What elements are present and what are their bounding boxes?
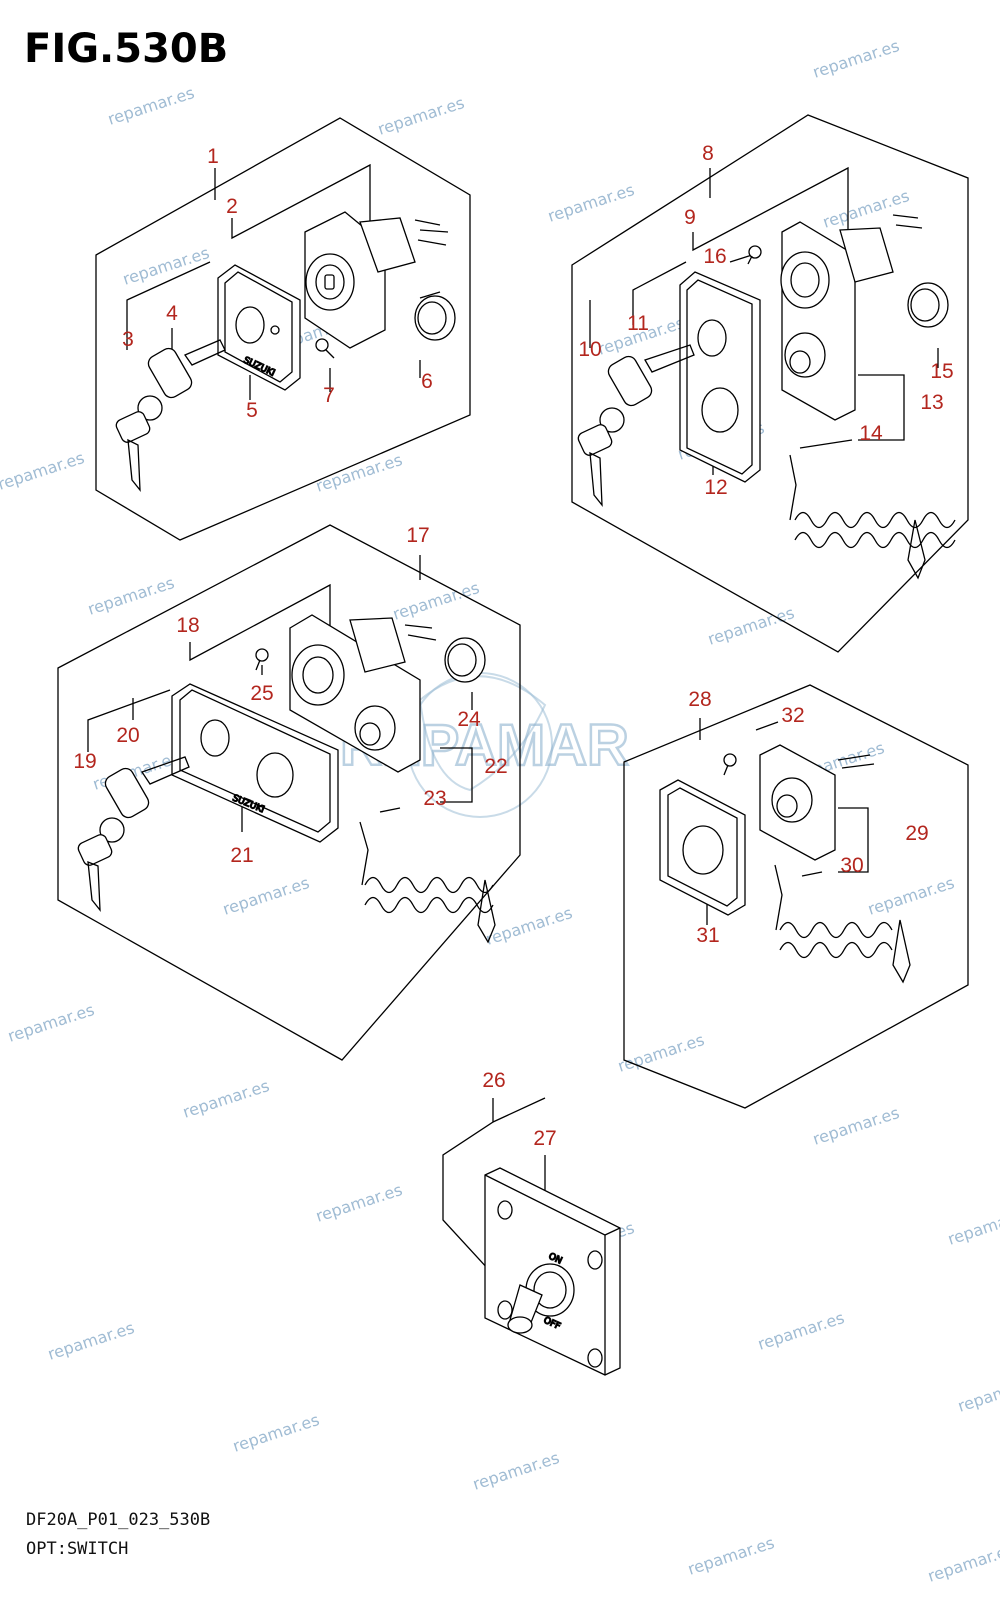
callout-25: 25 [250, 682, 273, 705]
figure-name: OPT:SWITCH [26, 1539, 129, 1559]
callout-10: 10 [578, 338, 601, 361]
group-toggle-switch: ON OFF [442, 1097, 621, 1376]
callout-18: 18 [176, 614, 199, 637]
watermark-text: repamar.es [955, 1370, 1000, 1416]
watermark-text: repamar.es [615, 1030, 706, 1076]
watermark-text: repamar.es [105, 83, 196, 129]
group-stop-switch [623, 684, 969, 1109]
watermark-text: repamar.es [810, 1103, 901, 1149]
watermark-text: repamar.es [483, 903, 574, 949]
ignition-switch-2 [304, 211, 449, 349]
callout-29: 29 [905, 822, 928, 845]
callout-2: 2 [226, 195, 238, 218]
watermark-text: repamar.es [810, 36, 901, 82]
group-single-key-switch: SUZUKI [95, 117, 471, 541]
watermark-text: repamar.es [85, 573, 176, 619]
watermark-text: repamar.es [220, 873, 311, 919]
screw-32 [723, 753, 737, 776]
lanyard-23 [359, 821, 496, 944]
callout-12: 12 [704, 476, 727, 499]
switch-assembly-18 [289, 614, 437, 773]
group-dual-panel: SUZUKI [57, 524, 521, 1061]
watermark-text: repamar.es [945, 1203, 1000, 1249]
callout-4: 4 [166, 302, 178, 325]
key-19-20 [77, 756, 190, 912]
callout-1: 1 [207, 145, 219, 168]
callout-26: 26 [482, 1069, 505, 1092]
callout-16: 16 [703, 245, 726, 268]
lanyard-30 [774, 864, 911, 984]
key-10-11 [577, 344, 695, 507]
group-key-switch-stop [571, 114, 969, 653]
watermark-text: repamar.es [545, 180, 636, 226]
callout-7: 7 [323, 384, 335, 407]
callout-8: 8 [702, 142, 714, 165]
callout-6: 6 [421, 370, 433, 393]
cap-24 [444, 637, 486, 683]
watermark-text: repamar.es [313, 450, 404, 496]
callout-layer: 1234567891011121314151617181920212223242… [73, 142, 953, 1150]
group-28-outline [623, 684, 969, 1109]
callout-13: 13 [920, 391, 943, 414]
callout-32: 32 [781, 704, 804, 727]
callout-27: 27 [533, 1127, 556, 1150]
group-26-bracket [442, 1098, 513, 1296]
callout-30: 30 [840, 854, 863, 877]
watermark-text: repamar.es [375, 93, 466, 139]
watermark-text: repamar.es [685, 1533, 776, 1579]
key-3-4 [115, 339, 226, 492]
callout-28: 28 [688, 688, 711, 711]
watermark-text: repamar.es [925, 1540, 1000, 1586]
faceplate-31 [659, 779, 746, 916]
watermark-text: repamar.es [705, 603, 796, 649]
group-8-outline [571, 114, 969, 653]
callout-14: 14 [859, 422, 883, 445]
group-17-outline [57, 524, 521, 1061]
callout-11: 11 [627, 312, 649, 335]
lanyard-14 [789, 454, 956, 580]
watermark-text: repamar.es [313, 1180, 404, 1226]
watermark-text: repamar.es [0, 448, 87, 494]
screw-7 [315, 338, 335, 359]
watermark-text: repamar.es [5, 1000, 96, 1046]
toggle-lever-27 [507, 1263, 575, 1334]
watermark-text: repamar.es [230, 1410, 321, 1456]
callout-15: 15 [930, 360, 953, 383]
faceplate-12 [679, 271, 761, 483]
watermark-text: repamar.es [470, 1448, 561, 1494]
cap-6 [414, 291, 456, 341]
screw-25 [255, 648, 269, 671]
watermark-text: repamar.es [755, 1308, 846, 1354]
callout-23: 23 [423, 787, 446, 810]
watermark-text: repamar.es [390, 578, 481, 624]
switch-assembly-9 [780, 214, 923, 421]
watermark-text: repamar.es [180, 1076, 271, 1122]
callout-5: 5 [246, 399, 258, 422]
switch-assembly-29 [759, 744, 875, 861]
watermark-text: repamar.es [865, 873, 956, 919]
callout-20: 20 [116, 724, 139, 747]
callout-19: 19 [73, 750, 96, 773]
figure-title: FIG.530B [24, 26, 229, 72]
watermark-text: repamar.es [45, 1318, 136, 1364]
group-1-outline [95, 117, 471, 541]
screw-16 [747, 245, 762, 265]
callout-21: 21 [230, 844, 253, 867]
figure-code: DF20A_P01_023_530B [26, 1510, 211, 1530]
callout-9: 9 [684, 206, 696, 229]
faceplate-5: SUZUKI [217, 264, 301, 391]
cap-15 [907, 282, 949, 328]
callout-22: 22 [484, 755, 507, 778]
callout-17: 17 [406, 524, 429, 547]
callout-3: 3 [122, 328, 134, 351]
callout-24: 24 [457, 708, 481, 731]
callout-31: 31 [696, 924, 719, 947]
